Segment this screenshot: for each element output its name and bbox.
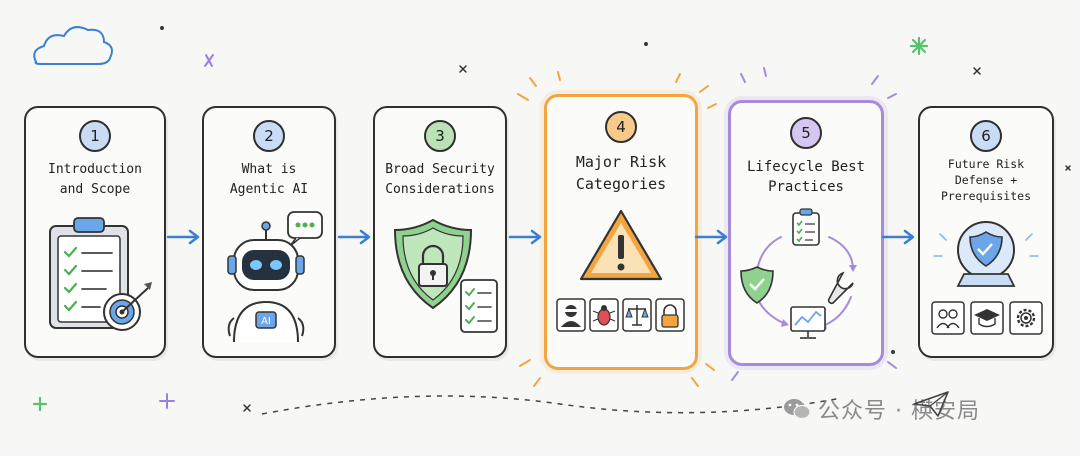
step-number-1: 1	[79, 120, 111, 152]
step-number-4: 4	[605, 111, 637, 143]
checklist-icon	[792, 208, 820, 246]
step-card-6: 6 Future Risk Defense + Prerequisites	[918, 106, 1054, 358]
step-title-5: Lifecycle Best Practices	[746, 159, 865, 195]
wrench-icon	[827, 271, 854, 305]
sparkle-icon	[159, 54, 214, 409]
gear-icon	[1009, 301, 1043, 335]
step-card-1: 1 Introduction and Scope	[24, 106, 166, 358]
step-card-4: 4 Major Risk Categories	[544, 94, 698, 370]
shield-lock-icon	[393, 218, 498, 333]
highlight-rays	[517, 71, 717, 387]
watermark: 公众号 · 楧安局	[782, 394, 980, 424]
lock-icon	[655, 298, 685, 332]
wechat-icon	[784, 399, 811, 420]
step-title-2: What is Agentic AI	[229, 162, 309, 197]
lifecycle-cycle-icon	[740, 208, 857, 339]
arrow-right-icon	[881, 229, 915, 245]
graduation-cap-icon	[970, 301, 1004, 335]
warning-triangle-icon	[579, 209, 663, 281]
step-card-5: 5 Lifecycle Best Practices	[728, 100, 884, 366]
small-marks	[160, 26, 1071, 412]
arrow-right-icon	[337, 229, 371, 245]
step-number-2: 2	[253, 120, 285, 152]
arrow-right-icon	[508, 229, 542, 245]
shield-check-icon	[740, 266, 774, 304]
dashed-path	[261, 395, 843, 415]
sparkle-icon	[32, 36, 929, 412]
step-card-2: 2 What is Agentic AI AI	[202, 106, 336, 358]
watermark-text: 公众号 · 楧安局	[818, 399, 980, 424]
step-title-4: Major Risk Categories	[575, 153, 667, 193]
bug-icon	[589, 298, 619, 332]
robot-icon: AI	[227, 211, 323, 342]
clipboard-target-icon	[49, 217, 152, 331]
step-number-6: 6	[970, 120, 1002, 152]
step-title-6: Future Risk Defense + Prerequisites	[940, 157, 1031, 203]
arrow-right-icon	[694, 229, 728, 245]
step-number-5: 5	[790, 117, 822, 149]
arrow-right-icon	[166, 229, 200, 245]
paper-plane-icon	[913, 391, 949, 417]
step-title-3: Broad Security Considerations	[385, 162, 495, 197]
robot-badge: AI	[261, 316, 271, 327]
hacker-icon	[556, 298, 586, 332]
monitor-chart-icon	[790, 306, 826, 339]
scales-icon	[622, 298, 652, 332]
step-title-1: Introduction and Scope	[48, 162, 142, 197]
crystal-ball-shield-icon	[933, 221, 1039, 287]
step-card-3: 3 Broad Security Considerations	[373, 106, 507, 358]
prereq-icons-row	[930, 300, 1044, 336]
risk-icons-row	[555, 295, 687, 335]
step-number-3: 3	[424, 120, 456, 152]
highlight-rays	[731, 67, 897, 381]
cloud-icon	[33, 26, 113, 65]
people-icon	[931, 301, 965, 335]
